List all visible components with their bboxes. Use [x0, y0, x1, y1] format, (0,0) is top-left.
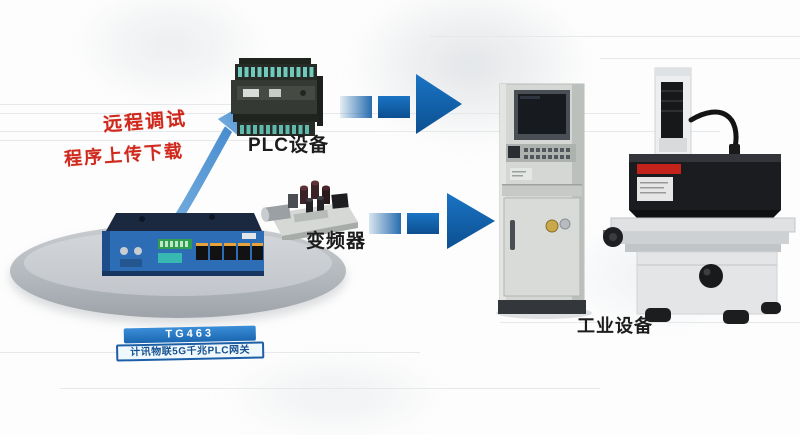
inverter-capacitors	[300, 180, 330, 213]
gateway-name-badge: 计讯物联5G千兆PLC网关	[116, 341, 265, 362]
cnc-cable	[688, 109, 739, 151]
plc-device-label: PLC设备	[248, 135, 330, 156]
cnc-body	[603, 67, 796, 324]
cabinet-lock	[545, 219, 559, 233]
dashed-arrow-icon	[340, 74, 462, 134]
cabinet-keypad	[506, 144, 576, 162]
dashed-arrow-icon	[369, 193, 495, 249]
plc-device-illustration	[231, 58, 323, 136]
inverter-board	[261, 180, 358, 240]
gateway-router-illustration	[102, 213, 264, 276]
cabinet-door-handle	[510, 220, 515, 250]
cnc-knob	[699, 264, 723, 288]
dashed-arrow-shape	[369, 193, 495, 249]
background-streak	[60, 388, 600, 389]
cabinet-door	[503, 197, 581, 297]
cnc-machine-illustration	[603, 67, 796, 324]
inverter-label: 变频器	[306, 231, 367, 252]
background-streak	[0, 104, 260, 105]
router-body	[102, 213, 264, 276]
plc-body	[231, 58, 323, 136]
dashed-arrow-shape	[340, 74, 462, 134]
gateway-model-badge: TG463	[123, 325, 256, 344]
router-antenna-jack	[134, 247, 142, 255]
industrial-equipment-label: 工业设备	[577, 316, 653, 336]
background-streak	[0, 131, 720, 132]
inverter-device-illustration	[261, 180, 358, 240]
background-streak	[0, 140, 300, 141]
inverter-motor	[261, 204, 291, 222]
cnc-table	[610, 217, 796, 233]
cabinet-body	[496, 83, 592, 319]
router-antenna-jack	[120, 247, 128, 255]
background-streak	[600, 58, 800, 59]
gateway-badge: TG463 计讯物联5G千兆PLC网关	[116, 325, 265, 362]
background-streak	[500, 322, 800, 323]
router-ethernet-ports	[196, 243, 263, 260]
control-cabinet-illustration	[496, 83, 592, 319]
cnc-red-label	[637, 164, 681, 174]
cabinet-lock	[559, 218, 571, 230]
cabinet-screen	[518, 94, 566, 134]
background-streak	[430, 36, 800, 37]
